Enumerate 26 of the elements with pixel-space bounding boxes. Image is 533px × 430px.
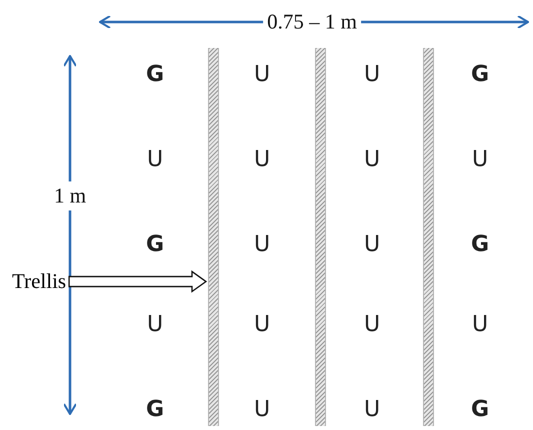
- plant-letter: U: [364, 64, 380, 86]
- plant-letter: U: [254, 64, 270, 86]
- trellis-band: [315, 48, 326, 426]
- plant-letter: G: [470, 234, 490, 256]
- plant-letter: U: [254, 234, 270, 256]
- plant-letter: U: [364, 399, 380, 421]
- plant-letter: U: [146, 149, 164, 171]
- plant-letter: U: [254, 399, 270, 421]
- plant-letter: U: [254, 149, 270, 171]
- plant-letter: U: [254, 314, 270, 336]
- plant-letter: U: [364, 149, 380, 171]
- trellis-label: Trellis: [12, 270, 66, 294]
- plant-letter: G: [470, 399, 490, 421]
- trellis-band: [423, 48, 434, 426]
- plant-letter: G: [146, 64, 164, 86]
- dimension-label: 1 m: [54, 181, 86, 211]
- arrow: [68, 270, 208, 293]
- plant-letter: U: [472, 314, 488, 336]
- plant-letter: G: [470, 64, 490, 86]
- plant-letter: G: [146, 399, 164, 421]
- plant-letter: G: [146, 234, 164, 256]
- plant-letter: U: [364, 234, 380, 256]
- plant-letter: U: [364, 314, 380, 336]
- plant-letter: U: [472, 149, 488, 171]
- trellis-band: [208, 48, 219, 426]
- plant-letter: U: [146, 314, 164, 336]
